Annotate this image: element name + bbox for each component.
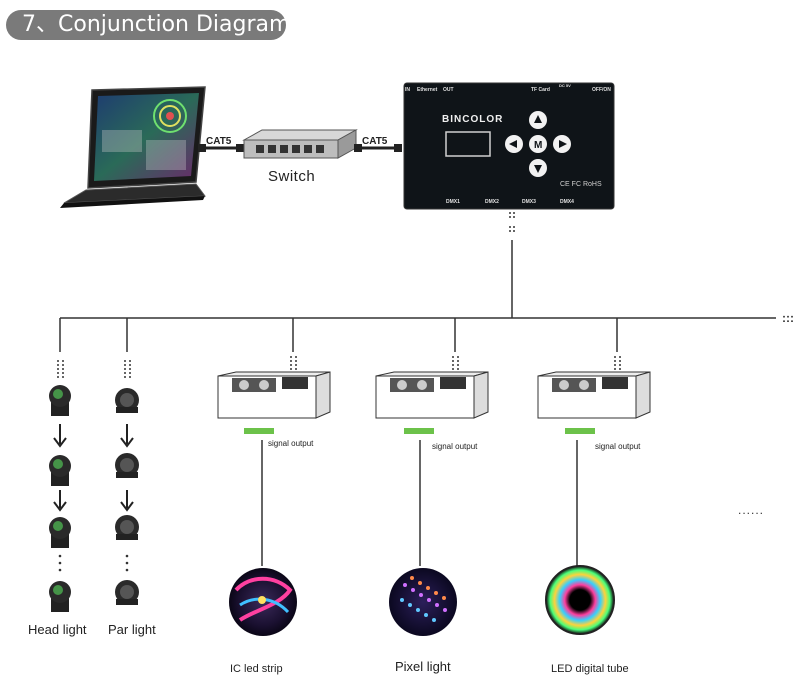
controller-bottom-label: DMX4: [560, 199, 574, 205]
bus-continuation: :::: [782, 311, 794, 325]
decoder-output-label: signal output: [432, 442, 478, 451]
controller-top-label: OUT: [443, 87, 454, 93]
cable-laptop-switch: [198, 144, 244, 152]
decoder-box: [537, 371, 651, 434]
head-light-icon: [49, 385, 71, 416]
controller-top-label: OFF/ON: [592, 87, 611, 93]
decoder-box: [217, 371, 331, 434]
head-light-icon: [49, 455, 71, 486]
controller-top-label: Ethernet: [417, 87, 438, 93]
controller-top-label: DC 5V: [559, 83, 571, 88]
head-light-icon: [49, 517, 71, 548]
chain-arrow-icon: [120, 424, 134, 512]
head-light-label: Head light: [28, 622, 87, 637]
led-digital-tube-label: LED digital tube: [551, 663, 629, 675]
ellipsis-vertical-icon: [125, 554, 129, 572]
laptop: [60, 86, 206, 208]
controller-top-label: IN: [405, 87, 410, 93]
controller-top-label: TF Card: [531, 87, 550, 93]
par-light-label: Par light: [108, 622, 156, 637]
network-switch: [242, 129, 358, 159]
cable-label-left: CAT5: [206, 136, 232, 147]
head-light-icon: [49, 581, 71, 612]
switch-label: Switch: [268, 168, 315, 185]
ic-led-strip-label: IC led strip: [230, 663, 283, 675]
chain-arrow-icon: [53, 424, 67, 512]
par-light-icon: [115, 580, 139, 605]
head-light-chain: [49, 385, 71, 612]
controller-cert: CE FC RoHS: [560, 181, 602, 188]
par-light-icon: [115, 515, 139, 540]
decoder-box: [375, 371, 489, 434]
par-light-chain: [115, 388, 139, 605]
cable-switch-controller: [354, 144, 402, 152]
ic-led-strip-image: [229, 568, 297, 636]
ellipsis-vertical-icon: [58, 554, 62, 572]
cable-label-right: CAT5: [362, 136, 388, 147]
controller-bottom-label: DMX1: [446, 199, 460, 205]
more-indicator: ......: [738, 503, 764, 517]
decoder-output-label: signal output: [595, 442, 641, 451]
decoder-output-label: signal output: [268, 439, 314, 448]
pixel-light-image: [389, 568, 457, 636]
wiring: [59, 212, 776, 566]
led-digital-tube-image: [545, 565, 615, 635]
controller-device: [403, 82, 615, 210]
controller-button-m: M: [534, 140, 542, 151]
controller-bottom-label: DMX3: [522, 199, 536, 205]
par-light-icon: [115, 388, 139, 413]
drop-ties: [57, 356, 621, 378]
controller-brand: BINCOLOR: [442, 114, 503, 125]
par-light-icon: [115, 453, 139, 478]
pixel-light-label: Pixel light: [395, 659, 451, 674]
controller-bottom-label: DMX2: [485, 199, 499, 205]
page-title: 7、Conjunction Diagram: [6, 10, 290, 40]
